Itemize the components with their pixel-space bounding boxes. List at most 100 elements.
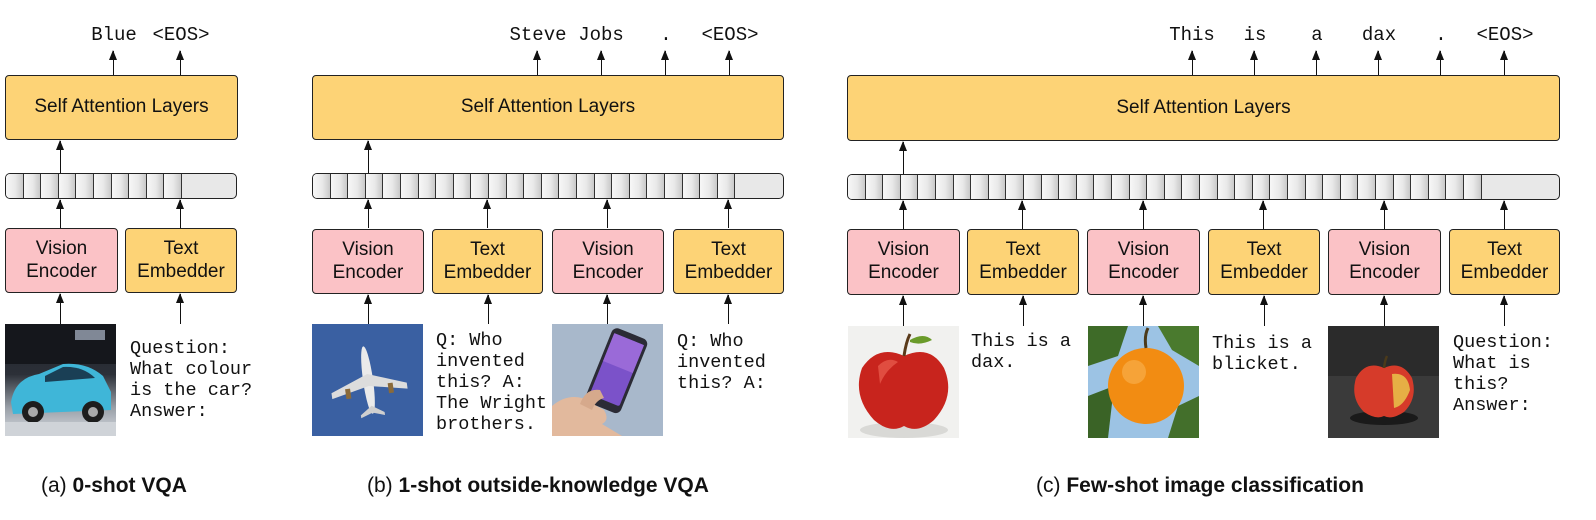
arrow-up [175, 50, 184, 75]
token-cell [401, 174, 419, 198]
token-cell [129, 174, 147, 198]
arrow-up [363, 294, 372, 324]
token-cell [506, 174, 525, 198]
output-token: Jobs [578, 24, 624, 46]
caption-title: Few-shot image classification [1066, 474, 1364, 497]
token-cell [559, 174, 577, 198]
arrow-up [602, 294, 611, 324]
token-cell [541, 174, 560, 198]
prompt-text: This is a blicket. [1212, 333, 1312, 375]
token-cell [1076, 175, 1095, 199]
token-cell [988, 175, 1007, 199]
vision-encoder-label: Vision [1117, 239, 1170, 261]
self-attention-layers: Self Attention Layers [5, 75, 238, 140]
vision-encoder-label: Encoder [1349, 262, 1420, 283]
self-attention-label: Self Attention Layers [1116, 96, 1291, 118]
arrow-up [898, 141, 907, 174]
token-cell [436, 174, 454, 198]
token-cell [76, 174, 94, 198]
prompt-text: This is a dax. [971, 331, 1071, 373]
token-cell [1129, 175, 1148, 199]
token-cell [848, 175, 866, 199]
text-embedder-label: Embedder [137, 260, 225, 282]
token-cell [94, 174, 112, 198]
token-sequence [847, 174, 1560, 200]
caption-a: (a) 0-shot VQA [41, 474, 187, 498]
arrow-up [55, 140, 64, 173]
arrow-up [1138, 295, 1147, 326]
arrow-up [55, 293, 64, 324]
token-cell [577, 174, 595, 198]
arrow-up [363, 140, 372, 173]
token-cell [383, 174, 401, 198]
caption-prefix: (a) [41, 474, 67, 497]
red-apple-photo [848, 326, 959, 438]
car-photo [5, 324, 116, 436]
vision-encoder-label: Vision [1358, 239, 1411, 261]
smartphone-photo [552, 324, 663, 436]
vision-encoder-label: Encoder [332, 261, 404, 283]
output-token: <EOS> [1476, 24, 1534, 46]
airplane-photo [312, 324, 423, 436]
caption-title: 1-shot outside-knowledge VQA [398, 474, 709, 497]
token-cell [1041, 175, 1060, 199]
arrow-up [1499, 50, 1508, 75]
token-cell [1252, 175, 1271, 199]
token-cell [900, 175, 919, 199]
arrow-up [602, 199, 611, 228]
token-cell [23, 174, 42, 198]
vision-encoder-label: Vision [877, 239, 930, 261]
token-cell [1094, 175, 1112, 199]
output-token: This [1169, 24, 1215, 46]
prompt-text: Question: What is this? Answer: [1453, 332, 1553, 416]
token-cell [700, 174, 718, 198]
arrow-up [898, 295, 907, 326]
token-cell [612, 174, 630, 198]
token-cell [146, 174, 165, 198]
arrow-up [1499, 295, 1508, 326]
vision-encoder-label: Encoder [26, 260, 97, 282]
token-cell [6, 174, 24, 198]
token-cell [883, 175, 901, 199]
arrow-up [1138, 200, 1147, 229]
token-cell [865, 175, 884, 199]
token-cell [1270, 175, 1288, 199]
arrow-up [483, 294, 492, 324]
vision-encoder-label: Encoder [868, 262, 939, 283]
token-cell [1235, 175, 1253, 199]
prompt-text: Q: Who invented this? A: [677, 331, 766, 394]
caption-prefix: (b) [367, 474, 393, 497]
token-cell [936, 175, 954, 199]
token-cell [1147, 175, 1165, 199]
text-embedder-label: Text [1246, 239, 1282, 261]
output-token: a [1311, 24, 1323, 46]
text-embedder-label: Text [1005, 239, 1041, 261]
output-token: Blue [91, 24, 137, 46]
token-cell [971, 175, 989, 199]
token-cell [164, 174, 182, 198]
text-embedder-label: Text [711, 238, 746, 260]
token-cell [918, 175, 936, 199]
token-cell [629, 174, 648, 198]
token-cell [453, 174, 472, 198]
arrow-up [55, 199, 64, 228]
output-token: <EOS> [152, 24, 210, 46]
token-cell [682, 174, 701, 198]
token-cell [1200, 175, 1218, 199]
output-token: dax [1361, 24, 1397, 46]
vision-encoder-label: Vision [582, 238, 634, 260]
token-cell [1059, 175, 1077, 199]
text-embedder-label: Embedder [1220, 262, 1308, 283]
arrow-up [1018, 295, 1027, 326]
token-cell [1182, 175, 1200, 199]
self-attention-label: Self Attention Layers [460, 96, 636, 118]
vision-encoder-label: Encoder [1108, 262, 1179, 283]
caption-b: (b) 1-shot outside-knowledge VQA [367, 474, 709, 498]
arrow-up [532, 50, 541, 75]
